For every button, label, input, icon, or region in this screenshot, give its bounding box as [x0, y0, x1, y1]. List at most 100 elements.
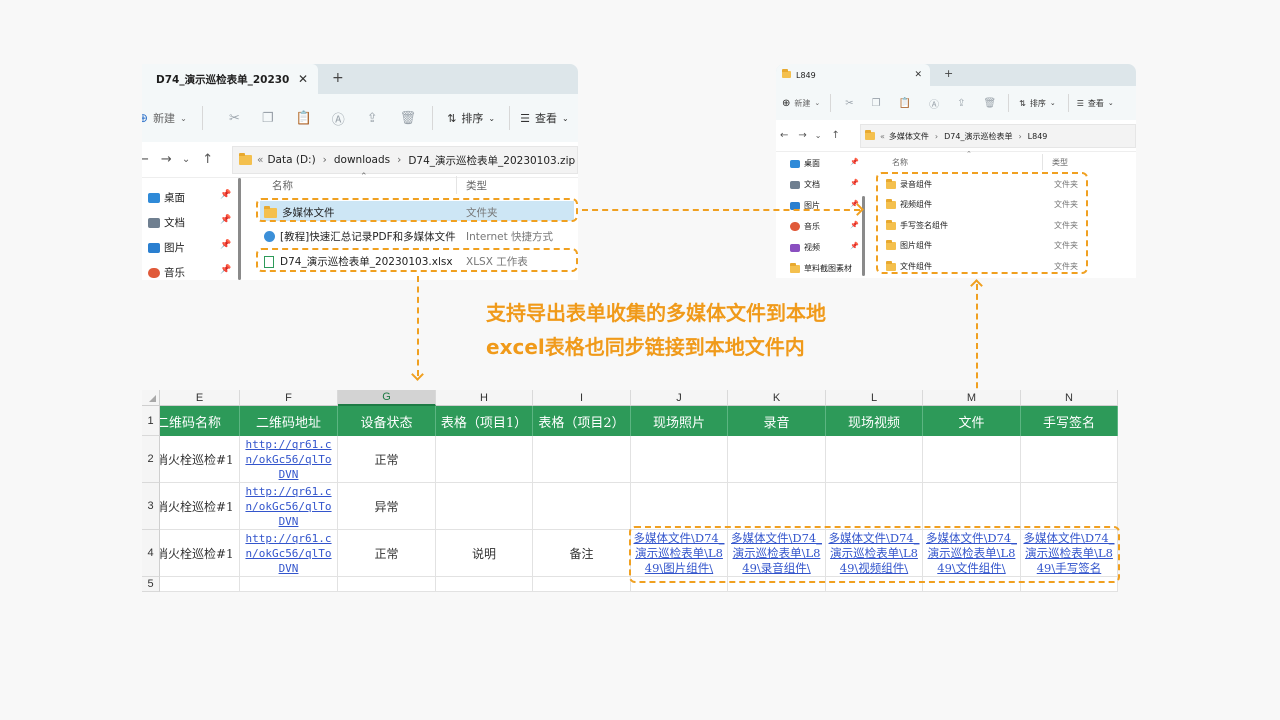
new-button[interactable]: ⊕ 新建 ⌄ — [142, 110, 198, 126]
view-button[interactable]: ☰ 查看 ⌄ — [1077, 98, 1114, 109]
back-icon[interactable]: ← — [142, 152, 149, 167]
header-cell-video[interactable]: 现场视频 — [826, 406, 923, 436]
rename-icon[interactable]: Ⓐ — [331, 112, 345, 128]
cell-status[interactable]: 异常 — [338, 483, 436, 530]
scrollbar[interactable] — [238, 178, 241, 280]
up-icon[interactable]: ↑ — [831, 130, 840, 141]
column-header-f[interactable]: F — [240, 390, 338, 406]
select-all-corner[interactable] — [142, 390, 160, 406]
column-header-name[interactable]: 名称 — [272, 180, 293, 192]
delete-icon[interactable]: 🗑 — [399, 110, 417, 126]
cell-file[interactable]: 多媒体文件\D74_演示巡检表单\L849\文件组件\ — [923, 530, 1021, 577]
paste-icon[interactable]: 📋 — [295, 110, 312, 126]
cell-empty[interactable] — [533, 577, 631, 592]
row-header-2[interactable]: 2 — [142, 436, 160, 483]
header-cell-status[interactable]: 设备状态 — [338, 406, 436, 436]
pin-icon[interactable]: 📌 — [850, 221, 859, 229]
video-folder-link[interactable]: 多媒体文件\D74_演示巡检表单\L849\视频组件\ — [828, 530, 920, 575]
cell-item2[interactable]: 备注 — [533, 530, 631, 577]
photo-folder-link[interactable]: 多媒体文件\D74_演示巡检表单\L849\图片组件\ — [633, 530, 725, 575]
cell-url[interactable]: http://qr61.cn/okGc56/qlToDVN — [240, 483, 338, 530]
header-cell-file[interactable]: 文件 — [923, 406, 1021, 436]
folder-row-image[interactable]: 图片组件 — [886, 239, 932, 251]
cell-empty[interactable] — [631, 577, 728, 592]
address-path[interactable]: « 多媒体文件 › D74_演示巡检表单 › L849 — [860, 124, 1136, 148]
cell-empty[interactable] — [923, 577, 1021, 592]
cell-audio[interactable]: 多媒体文件\D74_演示巡检表单\L849\录音组件\ — [728, 530, 826, 577]
cell-name[interactable]: 消火栓巡检#1 — [160, 436, 240, 483]
cell-url[interactable]: http://qr61.cn/okGc56/qlToDVN — [240, 436, 338, 483]
cell-empty[interactable] — [728, 577, 826, 592]
cell-signature[interactable]: 多媒体文件\D74_演示巡检表单\L849\手写签名 — [1021, 530, 1118, 577]
column-header-k[interactable]: K — [728, 390, 826, 406]
cut-icon[interactable]: ✂ — [845, 97, 854, 109]
forward-icon[interactable]: → — [798, 130, 807, 141]
header-cell-item2[interactable]: 表格（项目2） — [533, 406, 631, 436]
column-header-i[interactable]: I — [533, 390, 631, 406]
sidebar-item-music[interactable]: 音乐 — [148, 265, 185, 280]
scrollbar[interactable] — [862, 196, 865, 276]
cell-status[interactable]: 正常 — [338, 530, 436, 577]
pin-icon[interactable]: 📌 — [850, 242, 859, 250]
pin-icon[interactable]: 📌 — [850, 158, 859, 166]
path-segment[interactable]: 多媒体文件 — [888, 131, 929, 141]
rename-icon[interactable]: Ⓐ — [929, 99, 940, 111]
close-tab-icon[interactable]: ✕ — [297, 72, 308, 86]
file-row-xlsx[interactable]: D74_演示巡检表单_20230103.xlsx — [264, 254, 453, 269]
recent-chevron-icon[interactable]: ⌄ — [814, 131, 822, 140]
row-header-4[interactable]: 4 — [142, 530, 160, 577]
header-cell-photo[interactable]: 现场照片 — [631, 406, 728, 436]
cell-empty[interactable] — [160, 577, 240, 592]
sort-button[interactable]: ⇅ 排序 ⌄ — [1019, 98, 1056, 109]
cell-item2[interactable] — [533, 436, 631, 483]
header-cell-item1[interactable]: 表格（项目1） — [436, 406, 533, 436]
column-header-g[interactable]: G — [338, 390, 436, 406]
tab-l849[interactable]: L849 ✕ — [776, 64, 930, 86]
cell-file[interactable] — [923, 436, 1021, 483]
cell-name[interactable]: 消火栓巡检#1 — [160, 530, 240, 577]
header-cell-signature[interactable]: 手写签名 — [1021, 406, 1118, 436]
sidebar-item-music[interactable]: 音乐 — [790, 221, 820, 232]
cell-photo[interactable] — [631, 483, 728, 530]
sort-button[interactable]: ⇅ 排序 ⌄ — [447, 110, 495, 126]
pin-icon[interactable]: 📌 — [220, 240, 232, 250]
cell-audio[interactable] — [728, 483, 826, 530]
cell-signature[interactable] — [1021, 436, 1118, 483]
column-header-type[interactable]: 类型 — [1052, 158, 1068, 167]
column-header-l[interactable]: L — [826, 390, 923, 406]
paste-icon[interactable]: 📋 — [898, 97, 912, 109]
pin-icon[interactable]: 📌 — [220, 265, 232, 275]
column-header-m[interactable]: M — [923, 390, 1021, 406]
cell-video[interactable] — [826, 436, 923, 483]
signature-folder-link[interactable]: 多媒体文件\D74_演示巡检表单\L849\手写签名 — [1023, 530, 1115, 575]
cell-audio[interactable] — [728, 436, 826, 483]
qr-url-link[interactable]: http://qr61.cn/okGc56/qlToDVN — [245, 531, 332, 575]
cell-video[interactable]: 多媒体文件\D74_演示巡检表单\L849\视频组件\ — [826, 530, 923, 577]
cell-item1[interactable]: 说明 — [436, 530, 533, 577]
path-segment[interactable]: L849 — [1027, 131, 1048, 141]
header-cell-qr-url[interactable]: 二维码地址 — [240, 406, 338, 436]
cell-item2[interactable] — [533, 483, 631, 530]
column-header-e[interactable]: E — [160, 390, 240, 406]
cell-file[interactable] — [923, 483, 1021, 530]
cell-photo[interactable] — [631, 436, 728, 483]
file-row-multimedia-folder[interactable]: 多媒体文件 — [264, 205, 335, 220]
file-folder-link[interactable]: 多媒体文件\D74_演示巡检表单\L849\文件组件\ — [926, 530, 1017, 575]
copy-icon[interactable]: ❐ — [261, 110, 274, 126]
pin-icon[interactable]: 📌 — [850, 200, 859, 208]
view-button[interactable]: ☰ 查看 ⌄ — [520, 110, 569, 126]
sidebar-item-desktop[interactable]: 桌面 — [148, 190, 185, 205]
column-header-type[interactable]: 类型 — [466, 180, 487, 192]
pin-icon[interactable]: 📌 — [220, 190, 232, 200]
sidebar-item-videos[interactable]: 视频 — [790, 242, 820, 253]
up-icon[interactable]: ↑ — [202, 152, 214, 167]
cell-empty[interactable] — [240, 577, 338, 592]
cell-empty[interactable] — [436, 577, 533, 592]
cell-empty[interactable] — [338, 577, 436, 592]
path-segment[interactable]: downloads — [333, 154, 391, 166]
cell-empty[interactable] — [826, 577, 923, 592]
path-segment[interactable]: D74_演示巡检表单 — [944, 131, 1013, 141]
row-header-1[interactable]: 1 — [142, 406, 160, 436]
qr-url-link[interactable]: http://qr61.cn/okGc56/qlToDVN — [245, 484, 332, 528]
column-header-j[interactable]: J — [631, 390, 728, 406]
